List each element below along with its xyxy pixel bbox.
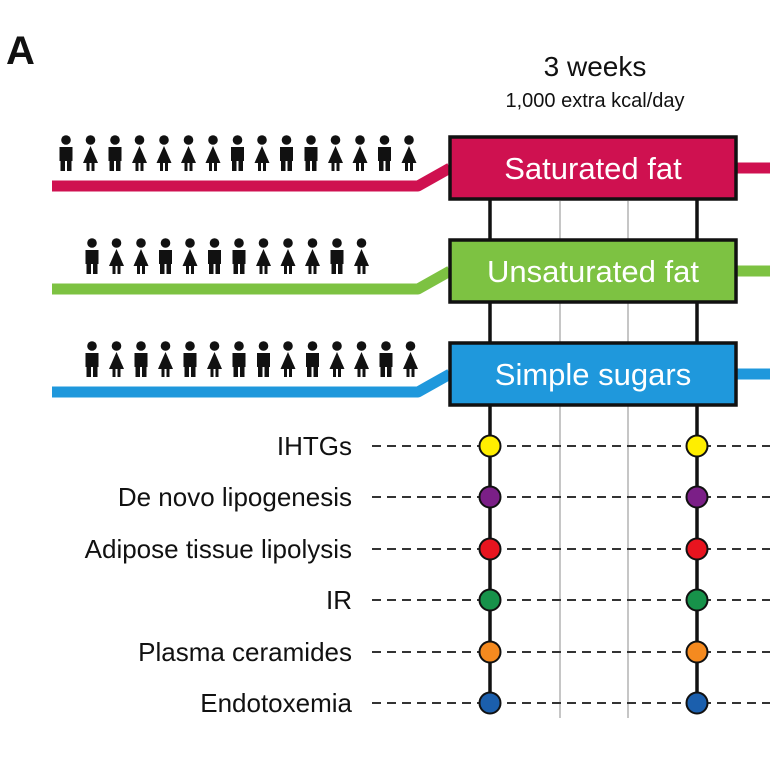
outcome-marker <box>478 434 502 458</box>
female-person-icon <box>352 135 368 171</box>
outcome-row: De novo lipogenesis <box>118 482 770 512</box>
female-person-icon <box>133 238 149 274</box>
outcome-marker <box>685 691 709 715</box>
female-person-icon <box>83 135 98 171</box>
outcome-marker <box>685 640 709 664</box>
female-person-icon <box>132 135 147 171</box>
male-person-icon <box>378 135 391 171</box>
panel-label: A <box>6 29 35 73</box>
diet-row: Simple sugars <box>52 341 770 407</box>
participants-group <box>85 238 369 274</box>
outcome-row: IR <box>326 585 770 615</box>
male-person-icon <box>59 135 73 171</box>
male-person-icon <box>183 341 197 377</box>
outcome-marker <box>685 537 709 561</box>
participants-group <box>85 341 418 377</box>
female-person-icon <box>207 341 222 377</box>
female-person-icon <box>181 135 196 171</box>
outcome-marker <box>478 640 502 664</box>
diet-arm-line <box>52 369 453 398</box>
diet-label: Unsaturated fat <box>487 254 699 289</box>
outcome-label: IHTGs <box>277 431 352 461</box>
female-person-icon <box>354 238 369 274</box>
diet-box <box>448 341 738 407</box>
outcome-marker <box>685 434 709 458</box>
outcome-label: Plasma ceramides <box>138 637 352 667</box>
diet-row: Saturated fat <box>52 135 770 201</box>
female-person-icon <box>328 135 343 171</box>
outcome-marker <box>685 485 709 509</box>
male-person-icon <box>159 238 172 274</box>
participants-group <box>59 135 417 171</box>
outcome-row: Plasma ceramides <box>138 637 770 667</box>
outcome-row: IHTGs <box>277 431 770 461</box>
male-person-icon <box>231 135 244 171</box>
outcome-marker <box>478 691 502 715</box>
outcome-label: De novo lipogenesis <box>118 482 352 512</box>
diet-box <box>448 135 738 201</box>
outcome-marker <box>478 537 502 561</box>
diet-arm-line <box>52 163 453 192</box>
male-person-icon <box>379 341 393 377</box>
diet-arm-line <box>52 266 453 295</box>
male-person-icon <box>232 341 246 377</box>
duration-label: 3 weeks <box>544 51 647 82</box>
outcome-label: Endotoxemia <box>200 688 352 718</box>
male-person-icon <box>280 135 293 171</box>
diet-label: Saturated fat <box>504 151 682 186</box>
outcome-marker <box>478 485 502 509</box>
male-person-icon <box>208 238 221 274</box>
outcome-label: Adipose tissue lipolysis <box>85 534 352 564</box>
outcome-marker <box>685 588 709 612</box>
female-person-icon <box>109 238 124 274</box>
male-person-icon <box>134 341 148 377</box>
female-person-icon <box>403 341 418 377</box>
male-person-icon <box>257 341 270 377</box>
diet-box <box>448 238 738 304</box>
female-person-icon <box>329 341 345 377</box>
dose-label: 1,000 extra kcal/day <box>506 90 685 112</box>
male-person-icon <box>232 238 246 274</box>
female-person-icon <box>156 135 172 171</box>
outcome-label: IR <box>326 585 352 615</box>
outcome-marker <box>478 588 502 612</box>
female-person-icon <box>305 238 320 274</box>
female-person-icon <box>205 135 221 171</box>
outcome-row: Endotoxemia <box>200 688 770 718</box>
female-person-icon <box>109 341 124 377</box>
female-person-icon <box>158 341 173 377</box>
diet-row: Unsaturated fat <box>52 238 770 304</box>
female-person-icon <box>401 135 417 171</box>
outcome-row: Adipose tissue lipolysis <box>85 534 770 564</box>
male-person-icon <box>85 238 99 274</box>
female-person-icon <box>182 238 198 274</box>
male-person-icon <box>85 341 99 377</box>
female-person-icon <box>280 238 296 274</box>
female-person-icon <box>254 135 270 171</box>
male-person-icon <box>304 135 318 171</box>
male-person-icon <box>306 341 319 377</box>
female-person-icon <box>280 341 296 377</box>
diet-label: Simple sugars <box>495 357 691 392</box>
male-person-icon <box>108 135 122 171</box>
female-person-icon <box>354 341 369 377</box>
male-person-icon <box>330 238 344 274</box>
female-person-icon <box>256 238 271 274</box>
